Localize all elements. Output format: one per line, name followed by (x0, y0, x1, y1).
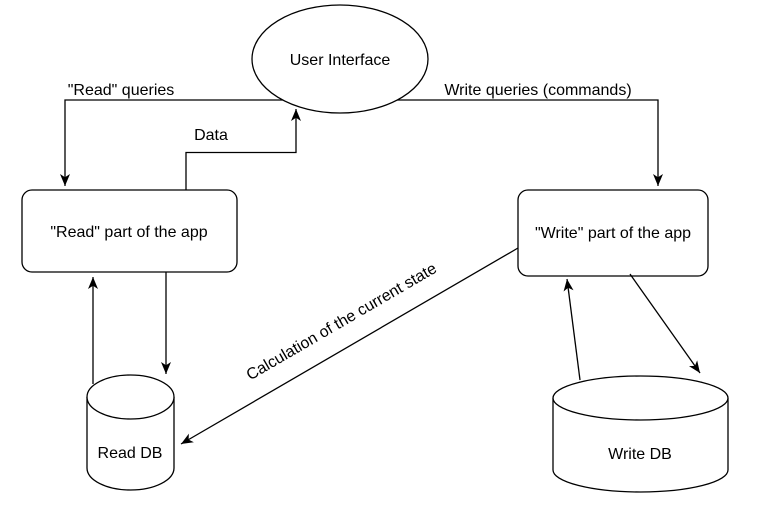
edge-data (185, 109, 301, 190)
write-db-label: Write DB (608, 446, 672, 463)
write-app-label: "Write" part of the app (535, 225, 691, 242)
write-queries-label: Write queries (commands) (444, 82, 631, 99)
edge-calculation (180, 247, 519, 445)
node-user-interface (251, 4, 429, 114)
node-write-db-top (552, 375, 729, 421)
node-read-db-body (86, 397, 175, 491)
data-label: Data (194, 127, 228, 144)
read-queries-label: "Read" queries (68, 82, 175, 99)
node-write-app (517, 189, 709, 277)
read-app-label: "Read" part of the app (50, 224, 207, 241)
node-read-db-top (86, 374, 175, 420)
edge-write-queries (340, 99, 663, 186)
user-interface-label: User Interface (290, 52, 391, 69)
calculation-label: Calculation of the current state (244, 260, 440, 384)
edge-write-db-to-app (563, 278, 581, 381)
node-write-db-body (552, 398, 729, 493)
edge-read-queries (60, 99, 340, 186)
node-read-app (21, 189, 238, 273)
edge-app-to-write-db (629, 273, 701, 374)
read-db-label: Read DB (98, 445, 163, 462)
